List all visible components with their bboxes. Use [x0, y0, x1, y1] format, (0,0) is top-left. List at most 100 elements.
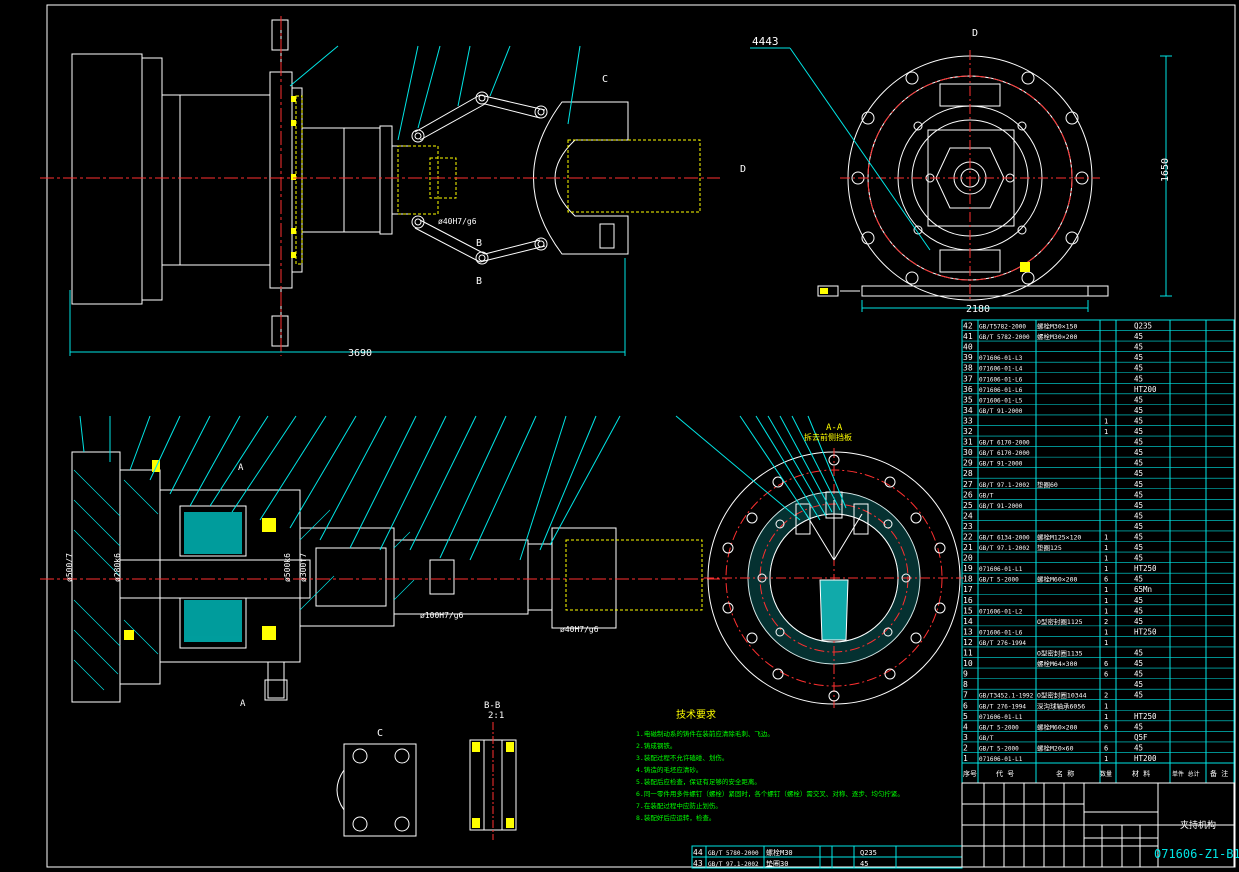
- bom-header-code: 代 号: [996, 769, 1014, 778]
- bom-cell-no: 39: [963, 353, 973, 362]
- fit-label-5: ø500k6: [283, 553, 292, 582]
- tech-req-line-5: 5.装配后应检查，保证有足够的安全距离。: [636, 777, 761, 786]
- bottom-bom-43-code: GB/T 97.1-2002: [708, 861, 759, 868]
- bom-cell-name: 螺栓M30×200: [1037, 332, 1077, 341]
- bom-cell-name: 螺栓M30×150: [1037, 322, 1077, 331]
- bom-cell-mat: 45: [1134, 406, 1143, 415]
- dim-width: 2180: [966, 304, 990, 315]
- bom-cell-no: 9: [963, 670, 968, 679]
- title-block-drawing-no: 071606-Z1-B1: [1154, 847, 1239, 861]
- bom-cell-no: 10: [963, 659, 973, 668]
- bom-cell-mat: Q235: [1134, 322, 1152, 331]
- bom-cell-no: 13: [963, 627, 973, 636]
- bom-cell-no: 24: [963, 511, 973, 520]
- bom-cell-mat: 45: [1134, 680, 1143, 689]
- bom-cell-code: GB/T5782-2000: [979, 324, 1026, 331]
- bom-cell-mat: 45: [1134, 543, 1143, 552]
- bom-cell-name: 螺栓M60×200: [1037, 722, 1077, 731]
- view-b-label-2: B: [476, 276, 482, 287]
- bom-cell-no: 37: [963, 374, 973, 383]
- bom-cell-no: 22: [963, 533, 973, 542]
- bom-cell-no: 4: [963, 722, 968, 731]
- bom-cell-no: 16: [963, 596, 973, 605]
- bom-cell-mat: 45: [1134, 374, 1143, 383]
- fit-label-2: ø40H7/g6: [560, 625, 599, 634]
- bom-cell-qty: 2: [1104, 692, 1108, 700]
- bom-cell-no: 1: [963, 754, 968, 763]
- bom-cell-no: 20: [963, 554, 973, 563]
- bom-cell-no: 14: [963, 617, 973, 626]
- title-block-title: 夹持机构: [1180, 819, 1216, 831]
- view-d-arrow-label: D: [740, 164, 746, 175]
- view-b-label-1: B: [476, 238, 482, 249]
- bottom-bom-44-mat: Q235: [860, 849, 877, 857]
- bom-cell-qty: 1: [1104, 713, 1108, 721]
- bom-cell-qty: 1: [1104, 639, 1108, 647]
- bom-cell-code: GB/T 276-1994: [979, 703, 1026, 710]
- bom-cell-code: GB/T 5-2000: [979, 724, 1019, 731]
- tech-req-line-6: 6.同一零件用多件螺钉（螺栓）紧固时，各个螺钉（螺栓）需交叉、对称、逐步、均匀拧…: [636, 789, 904, 798]
- bom-cell-mat: HT250: [1134, 712, 1157, 721]
- bom-cell-no: 32: [963, 427, 973, 436]
- bom-cell-no: 21: [963, 543, 973, 552]
- bom-cell-no: 7: [963, 691, 968, 700]
- bom-cell-mat: HT200: [1134, 754, 1157, 763]
- bom-cell-qty: 1: [1104, 534, 1108, 542]
- bom-cell-qty: 1: [1104, 544, 1108, 552]
- bom-cell-no: 15: [963, 606, 973, 615]
- bom-cell-code: GB/T 6170-2000: [979, 440, 1030, 447]
- bom-cell-qty: 6: [1104, 576, 1108, 584]
- tech-req-line-3: 3.装配过程不允许磕碰、划伤。: [636, 753, 728, 762]
- fit-label-3: ø500/7: [65, 553, 74, 582]
- bom-cell-no: 11: [963, 649, 973, 658]
- bom-cell-code: GB/T 5-2000: [979, 577, 1019, 584]
- bom-cell-code: GB/T 6170-2000: [979, 450, 1030, 457]
- bom-cell-mat: 45: [1134, 480, 1143, 489]
- bom-cell-qty: 1: [1104, 565, 1108, 573]
- bom-cell-code: GB/T 91-2000: [979, 461, 1023, 468]
- bom-cell-qty: 1: [1104, 555, 1108, 563]
- bom-cell-no: 33: [963, 416, 973, 425]
- bom-cell-mat: 45: [1134, 353, 1143, 362]
- leader-tag: 4443: [752, 35, 779, 48]
- bottom-bom-44-code: GB/T 5780-2000: [708, 850, 759, 857]
- drawing-border: [46, 4, 1236, 868]
- bom-cell-no: 30: [963, 448, 973, 457]
- bom-header-note: 备 注: [1210, 769, 1228, 778]
- tech-req-line-8: 8.装配好后应运转，检查。: [636, 813, 715, 822]
- bom-cell-code: 071606-01-L3: [979, 355, 1023, 362]
- bom-cell-mat: 45: [1134, 416, 1143, 425]
- bottom-bom-43-no: 43: [693, 859, 703, 868]
- bottom-bom-44-no: 44: [693, 848, 703, 857]
- bom-cell-mat: HT200: [1134, 385, 1157, 394]
- bom-cell-mat: 45: [1134, 596, 1143, 605]
- bom-cell-mat: 45: [1134, 691, 1143, 700]
- bom-cell-mat: Q5F: [1134, 733, 1148, 742]
- bom-cell-code: GB/T 91-2000: [979, 503, 1023, 510]
- bom-cell-qty: 1: [1104, 628, 1108, 636]
- bottom-bom-43-mat: 45: [860, 860, 868, 868]
- technical-requirements: 技术要求 1.电磁制动系的铸件在装前应清除毛刺、飞边。 2.铸成钢铁。 3.装配…: [636, 708, 904, 822]
- tech-req-title: 技术要求: [676, 708, 716, 721]
- section-a-label-top: A: [238, 463, 244, 473]
- bom-cell-no: 17: [963, 585, 973, 594]
- bom-header-mat: 材 料: [1132, 769, 1150, 778]
- bom-cell-code: 071606-01-L6: [979, 629, 1023, 636]
- dim-overall-length: 3690: [348, 348, 372, 359]
- bom-cell-no: 23: [963, 522, 973, 531]
- bom-cell-no: 38: [963, 364, 973, 373]
- fit-label-4: ø280k6: [113, 553, 122, 582]
- bom-cell-no: 5: [963, 712, 968, 721]
- bom-cell-mat: 45: [1134, 743, 1143, 752]
- bom-cell-code: 071606-01-L1: [979, 756, 1023, 763]
- bom-cell-code: 071606-01-L4: [979, 366, 1023, 373]
- bom-cell-name: 螺栓M60×200: [1037, 575, 1077, 584]
- bom-cell-name: O型密封圈1135: [1037, 649, 1083, 658]
- bom-cell-mat: 45: [1134, 490, 1143, 499]
- bom-cell-qty: 1: [1104, 597, 1108, 605]
- bom-cell-name: 螺栓M64×300: [1037, 659, 1077, 668]
- bottom-bom-43-name: 垫圈30: [766, 859, 788, 868]
- view-c-detail: [336, 743, 417, 837]
- bom-cell-code: GB/T 97.1-2002: [979, 482, 1030, 489]
